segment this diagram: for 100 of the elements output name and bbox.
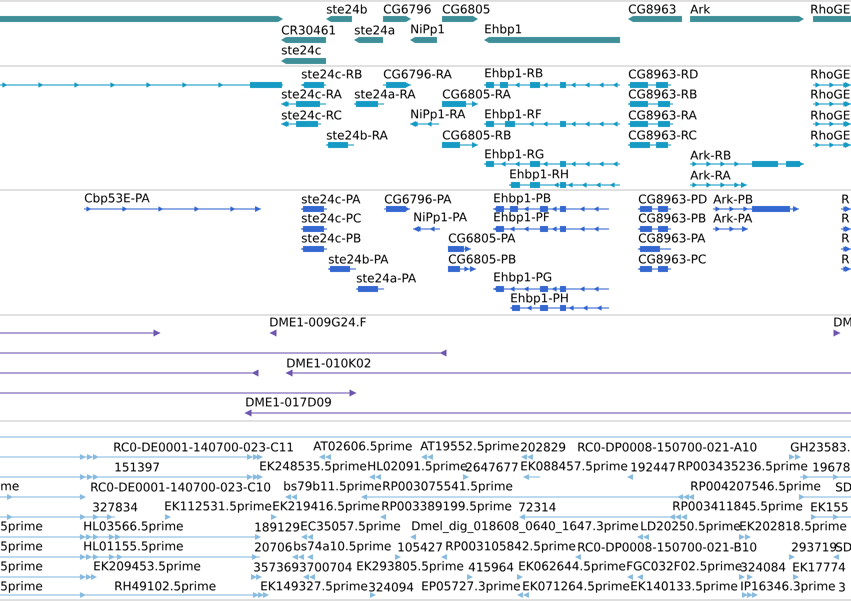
- feature-label: CG6805-PA: [448, 233, 516, 243]
- feature-label: EK293805.5prime: [357, 561, 464, 573]
- feature-label: 3: [839, 582, 845, 592]
- feature-label: HL01155.5prime: [84, 541, 183, 553]
- feature-label: DME1-010K02: [287, 358, 370, 368]
- feature-label: 5prime: [1, 581, 42, 593]
- feature-label: AT02606.5prime: [313, 441, 412, 453]
- feature-label: DME1-009G24.F: [270, 317, 366, 327]
- feature-label: RhoGE: [811, 4, 850, 14]
- feature-label: 2647677: [466, 462, 518, 472]
- feature-label: EK112531.5prime: [165, 501, 272, 513]
- feature-label: 19678: [814, 462, 850, 472]
- feature-label: Ark-PB: [713, 194, 752, 204]
- feature-label: EP05727.3prime: [422, 581, 520, 593]
- feature-label: R: [842, 234, 850, 242]
- feature-label: SD: [836, 482, 851, 492]
- feature-label: CG8963-RA: [628, 110, 697, 120]
- feature-label: Dmel_dig_018608_0640_1647.3prime: [412, 521, 638, 533]
- feature-label: Ark-PA: [713, 213, 752, 223]
- feature-label: CG8963-RC: [628, 130, 696, 140]
- feature-label: ste24c-RA: [282, 89, 342, 99]
- feature-label: IP16346.3prime: [741, 581, 835, 593]
- feature-label: ste24c: [282, 45, 321, 55]
- feature-label: 5prime: [1, 541, 42, 553]
- feature-label: CG6796-PA: [384, 194, 452, 204]
- feature-label: CR30461: [282, 25, 335, 35]
- feature-label: RC0-DE0001-140700-023-C11: [114, 442, 293, 452]
- feature-label: CG6796: [384, 4, 431, 14]
- feature-label: HL03566.5prime: [84, 521, 183, 533]
- feature-label: ste24c-RB: [302, 69, 362, 79]
- feature-label: ste24a-RA: [354, 89, 416, 99]
- feature-label: RC0-DP0008-150700-021-B10: [578, 542, 756, 552]
- feature-label: 327834: [93, 502, 138, 512]
- feature-label: EK149327.5prime: [261, 581, 368, 593]
- feature-label: RhoGE: [811, 130, 850, 140]
- feature-label: EC35057.5prime: [301, 521, 400, 533]
- feature-label: AT19552.5prime: [420, 441, 519, 453]
- feature-label: CG8963-RD: [628, 69, 698, 79]
- feature-label: ste24b: [326, 4, 367, 14]
- feature-label: RP003411845.5prime: [673, 501, 802, 513]
- feature-label: RP003075541.5prime: [383, 481, 512, 493]
- feature-label: CG8963-PC: [638, 254, 706, 264]
- feature-label: RhoGE: [811, 69, 850, 79]
- feature-label: CG8963-PD: [638, 194, 706, 204]
- feature-label: ste24c-PA: [302, 194, 360, 204]
- feature-label: EK219416.5prime: [273, 501, 380, 513]
- feature-label: 324084: [741, 562, 786, 572]
- feature-label: NiPp1: [411, 24, 444, 36]
- feature-label: 3573693700704: [254, 562, 352, 572]
- feature-label: RP003389199.5prime: [382, 501, 512, 513]
- feature-label: 415964: [468, 562, 514, 572]
- feature-label: R: [842, 194, 850, 204]
- feature-label: RP003435236.5prime: [678, 461, 808, 473]
- feature-label: me: [1, 484, 19, 490]
- feature-label: 5prime: [1, 561, 42, 573]
- feature-label: 324094: [369, 582, 414, 592]
- feature-label: Ehbp1: [485, 24, 522, 36]
- feature-label: CG6805: [442, 4, 490, 14]
- feature-label: EK248535.5prime: [260, 461, 366, 473]
- feature-label: CG6805-PB: [448, 254, 516, 264]
- feature-label: NiPp1-RA: [411, 109, 466, 121]
- feature-label: Cbp53E-PA: [84, 193, 150, 205]
- feature-label: EK209453.5prime: [94, 561, 200, 573]
- feature-label: EK062644.5prime: [519, 561, 626, 573]
- feature-label: HL02091.5prime: [368, 461, 467, 473]
- feature-label: Ehbp1-RH: [510, 169, 568, 181]
- feature-label: ste24a: [354, 25, 394, 35]
- feature-label: 293719: [792, 542, 836, 552]
- feature-label: CG8963-PA: [638, 233, 706, 243]
- feature-label: bs79b11.5prime: [284, 481, 381, 493]
- feature-label: CG6796-RA: [384, 69, 452, 79]
- feature-label: EK202818.5prime: [740, 521, 846, 533]
- feature-label: LD20250.5prime: [641, 521, 740, 533]
- feature-label: RhoGE: [811, 89, 850, 99]
- feature-label: Ehbp1-RB: [485, 68, 542, 80]
- feature-label: Ehbp1-PB: [494, 193, 550, 205]
- feature-label: R: [842, 214, 850, 222]
- feature-label: CG6805-RB: [442, 130, 510, 140]
- feature-label: 202829: [521, 442, 566, 452]
- feature-label: EK17774: [793, 562, 846, 572]
- feature-label: Ehbp1-PF: [494, 212, 550, 224]
- feature-label: Ehbp1-RF: [485, 109, 542, 121]
- feature-label: EK088457.5prime: [521, 461, 628, 473]
- feature-label: bs74a10.5prime: [294, 541, 391, 553]
- feature-label: 151397: [116, 462, 159, 472]
- feature-label: EK155: [811, 502, 848, 512]
- feature-label: RC0-DP0008-150700-021-A10: [578, 442, 756, 452]
- feature-label: RP004207546.5prime: [691, 481, 820, 493]
- feature-label: 192447: [632, 462, 675, 472]
- feature-label: CG8963-RB: [628, 89, 696, 99]
- feature-label: SD: [836, 542, 851, 552]
- feature-label: Ehbp1-PG: [494, 272, 552, 284]
- feature-label: RhoGE: [811, 110, 850, 120]
- feature-label: ste24c-PB: [302, 233, 360, 243]
- feature-label: DME1-017D09: [246, 397, 331, 407]
- feature-label: RC0-DE0001-140700-023-C10: [91, 482, 270, 492]
- feature-label: Ehbp1-RG: [485, 149, 544, 161]
- feature-label: Ehbp1-PH: [511, 293, 568, 305]
- feature-label: Ark-RA: [690, 170, 731, 180]
- feature-label: ste24c-PC: [302, 213, 361, 223]
